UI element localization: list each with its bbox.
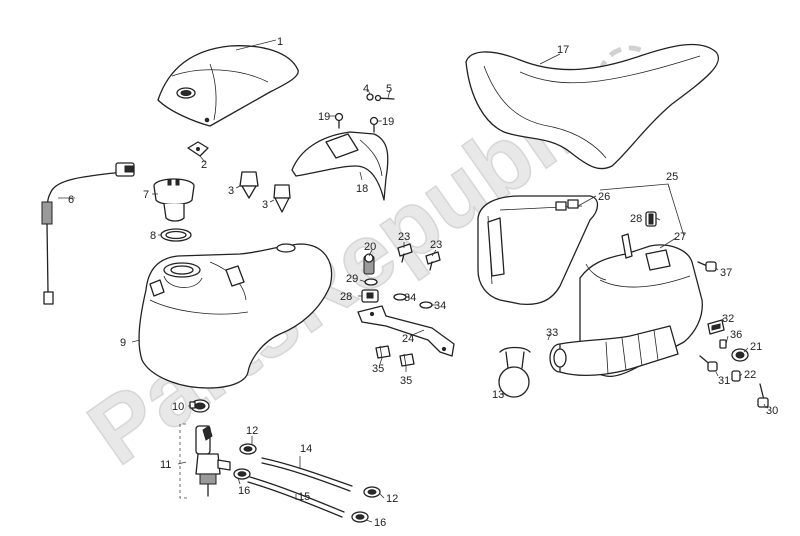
callout-3-lower: 3 [262, 199, 268, 211]
callout-28-right: 28 [630, 213, 642, 225]
callout-3-upper: 3 [228, 185, 234, 197]
part-23-screw-left [397, 243, 413, 263]
callout-9: 9 [120, 337, 126, 349]
callout-35-left: 35 [372, 363, 384, 375]
part-1-tank-cover [157, 45, 299, 127]
callout-18: 18 [356, 183, 368, 195]
callout-16-lower: 16 [374, 517, 386, 529]
part-3-buffer-lower [273, 184, 291, 213]
part-15-hose [247, 476, 345, 518]
part-6-fuel-sensor [41, 162, 135, 305]
part-33-intake-hose [549, 325, 679, 377]
part-12-clamp-upper [239, 443, 257, 455]
part-19-screw-left [334, 112, 344, 129]
part-11-fuel-tap [179, 423, 231, 499]
part-3-buffer-upper [239, 171, 259, 199]
callout-36: 36 [730, 329, 742, 341]
part-16-clamp-upper [233, 468, 251, 480]
callout-25: 25 [666, 171, 678, 183]
part-26-air-filter [477, 195, 599, 306]
callout-34-left: 34 [404, 292, 416, 304]
callout-27: 27 [674, 231, 686, 243]
callout-19-right: 19 [382, 116, 394, 128]
callout-labels: 1 2 3 3 4 5 6 7 8 9 10 11 12 16 12 16 13… [68, 36, 778, 529]
callout-11: 11 [160, 459, 171, 471]
part-16-clamp-lower [351, 511, 369, 523]
part-20-screw [363, 253, 375, 275]
part-37-screw [697, 261, 717, 272]
part-8-seal-ring [160, 228, 192, 242]
part-22-spacer [731, 370, 741, 382]
part-28-bracket-left [361, 289, 379, 303]
part-7-fuel-cap [153, 178, 195, 222]
callout-22: 22 [744, 369, 756, 381]
callout-14: 14 [300, 443, 312, 455]
leader-lines [58, 39, 767, 523]
callout-29: 29 [346, 273, 358, 285]
callout-12-upper: 12 [246, 425, 258, 437]
callout-34-right: 34 [434, 300, 446, 312]
part-13-ring-clamp [498, 346, 531, 398]
callout-35-right: 35 [400, 375, 412, 387]
callout-23-right: 23 [430, 239, 442, 251]
callout-30: 30 [766, 405, 778, 417]
callout-4: 4 [363, 83, 369, 95]
callout-31: 31 [718, 375, 730, 387]
part-35-clip-right [399, 353, 415, 367]
callout-32: 32 [722, 313, 734, 325]
callout-19-left: 19 [318, 111, 330, 123]
part-12-clamp-lower [363, 486, 381, 498]
callout-13: 13 [492, 389, 504, 401]
part-24-support-plate [357, 305, 455, 357]
part-35-clip-left [375, 345, 391, 359]
part-30-bolt [757, 383, 769, 408]
callout-17: 17 [557, 44, 569, 56]
callout-16-upper: 16 [238, 485, 250, 497]
part-2-clip [187, 141, 209, 157]
part-34-washer-right [419, 301, 433, 309]
part-10-hose-clamp [189, 399, 210, 413]
callout-24: 24 [402, 333, 414, 345]
callout-33: 33 [546, 327, 558, 339]
callout-10: 10 [172, 401, 184, 413]
part-32-clip [707, 319, 725, 335]
callout-6: 6 [68, 194, 74, 206]
part-18-bracket [291, 131, 389, 201]
callout-37: 37 [720, 267, 732, 279]
part-17-seat [465, 43, 719, 170]
callout-7: 7 [143, 189, 149, 201]
callout-21: 21 [750, 341, 762, 353]
part-36-bushing [719, 339, 727, 349]
callout-2: 2 [201, 159, 207, 171]
callout-1: 1 [277, 36, 283, 48]
callout-5: 5 [386, 83, 392, 95]
callout-28-left: 28 [340, 291, 352, 303]
part-29-washer [364, 278, 378, 286]
callout-8: 8 [150, 230, 156, 242]
part-19-screw-right [369, 116, 379, 133]
part-9-fuel-tank [138, 243, 333, 389]
callout-15: 15 [298, 491, 310, 503]
part-14-hose [261, 457, 353, 492]
part-31-screw [699, 355, 718, 372]
callout-23-left: 23 [398, 231, 410, 243]
callout-26: 26 [598, 191, 610, 203]
part-5-screw [374, 94, 395, 102]
callout-20: 20 [364, 241, 376, 253]
callout-12-lower: 12 [386, 493, 398, 505]
part-28-clip-right [645, 211, 657, 227]
